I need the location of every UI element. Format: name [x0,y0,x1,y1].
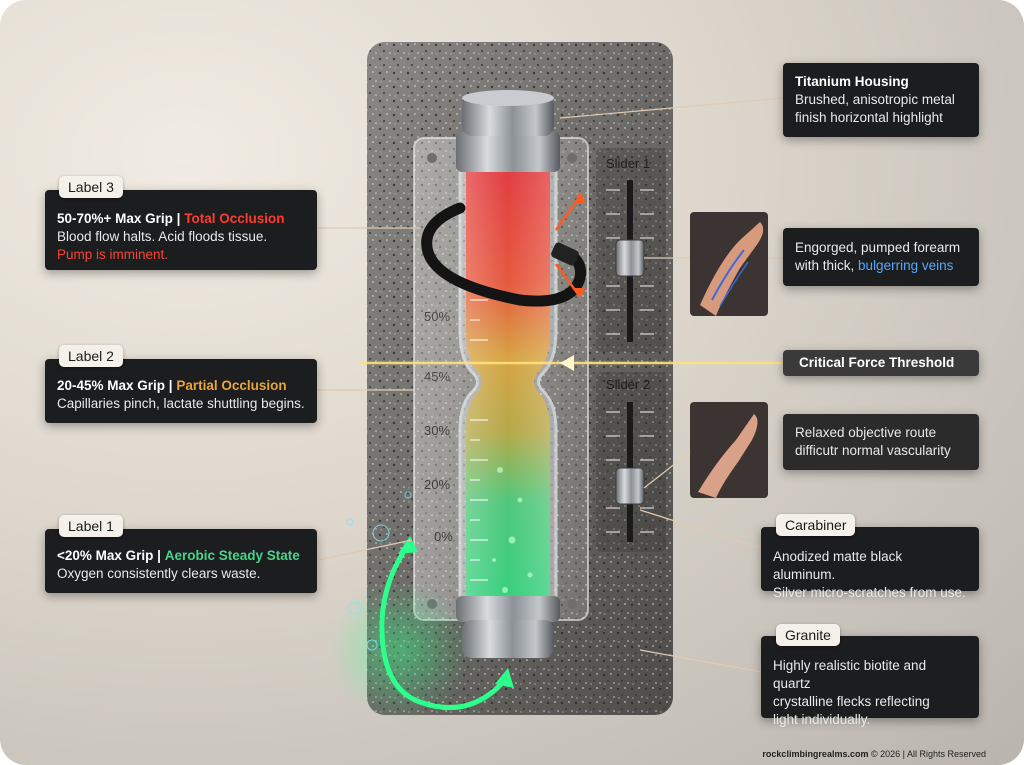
scale-20: 20% [424,477,451,492]
scale-45: 45% [424,369,451,384]
label3-box: 50-70%+ Max Grip | Total Occlusion Blood… [45,190,317,270]
housing-line2: finish horizontal highlight [795,110,943,125]
slider2-knob [615,467,645,505]
relaxed-line2: difficutr normal vascularity [795,443,951,458]
label2-headline: 20-45% Max Grip | [57,378,173,393]
carabiner-box: Anodized matte black aluminum. Silver mi… [761,527,979,600]
threshold-label: Critical Force Threshold [799,355,955,370]
scale-0: 0% [434,529,453,544]
granite-tag: Granite [776,624,840,646]
label1-box: <20% Max Grip | Aerobic Steady State Oxy… [45,529,317,593]
threshold-box: Critical Force Threshold [783,350,979,376]
granite-line2: crystalline flecks reflecting [773,694,930,709]
pumped-box: Engorged, pumped forearm with thick, bul… [783,228,979,286]
carabiner-line1: Anodized matte black aluminum. [773,549,903,582]
granite-box: Highly realistic biotite and quartz crys… [761,636,979,727]
footer-site[interactable]: rockclimbingrealms.com [762,749,869,759]
housing-line1: Brushed, anisotropic metal [795,92,955,107]
label3-tag: Label 3 [59,176,123,198]
label1-line1: Oxygen consistently clears waste. [57,566,261,581]
label2-state: Partial Occlusion [176,378,287,393]
scale-50: 50% [424,309,451,324]
label3-state: Total Occlusion [184,211,285,226]
bottom-cap [456,596,560,658]
label3-line1: Blood flow halts. Acid floods tissue. [57,229,268,244]
green-flow-arrow [379,542,508,711]
pumped-line1: Engorged, pumped forearm [795,240,961,255]
slider1-knob [615,239,645,277]
label2-box: 20-45% Max Grip | Partial Occlusion Capi… [45,359,317,423]
top-cap [456,90,560,172]
footer-rest: © 2026 | All Rights Reserved [868,749,986,759]
label3-headline: 50-70%+ Max Grip | [57,211,181,226]
relaxed-box: Relaxed objective route difficutr normal… [783,414,979,470]
label3-line2: Pump is imminent. [57,247,169,262]
carabiner [421,202,587,307]
granite-line3: light individually. [773,712,871,727]
carabiner-tag: Carabiner [776,514,856,536]
carabiner-line2: Silver micro-scratches from use. [773,585,966,600]
housing-box: Titanium Housing Brushed, anisotropic me… [783,63,979,137]
label2-tag: Label 2 [59,345,123,367]
scale-30: 30% [424,423,451,438]
slider1-label: Slider 1 [606,156,651,171]
label1-tag: Label 1 [59,515,123,537]
label1-state: Aerobic Steady State [164,548,300,563]
granite-line1: Highly realistic biotite and quartz [773,658,927,691]
pumped-line2: with thick, [795,258,855,273]
label1-headline: <20% Max Grip | [57,548,161,563]
relaxed-line1: Relaxed objective route [795,425,937,440]
copyright-footer: rockclimbingrealms.com © 2026 | All Righ… [762,749,986,759]
label2-line1: Capillaries pinch, lactate shuttling beg… [57,396,305,411]
slider2-label: Slider 2 [606,377,651,392]
pumped-veins: bulgerring veins [858,258,954,273]
housing-title: Titanium Housing [795,74,909,89]
